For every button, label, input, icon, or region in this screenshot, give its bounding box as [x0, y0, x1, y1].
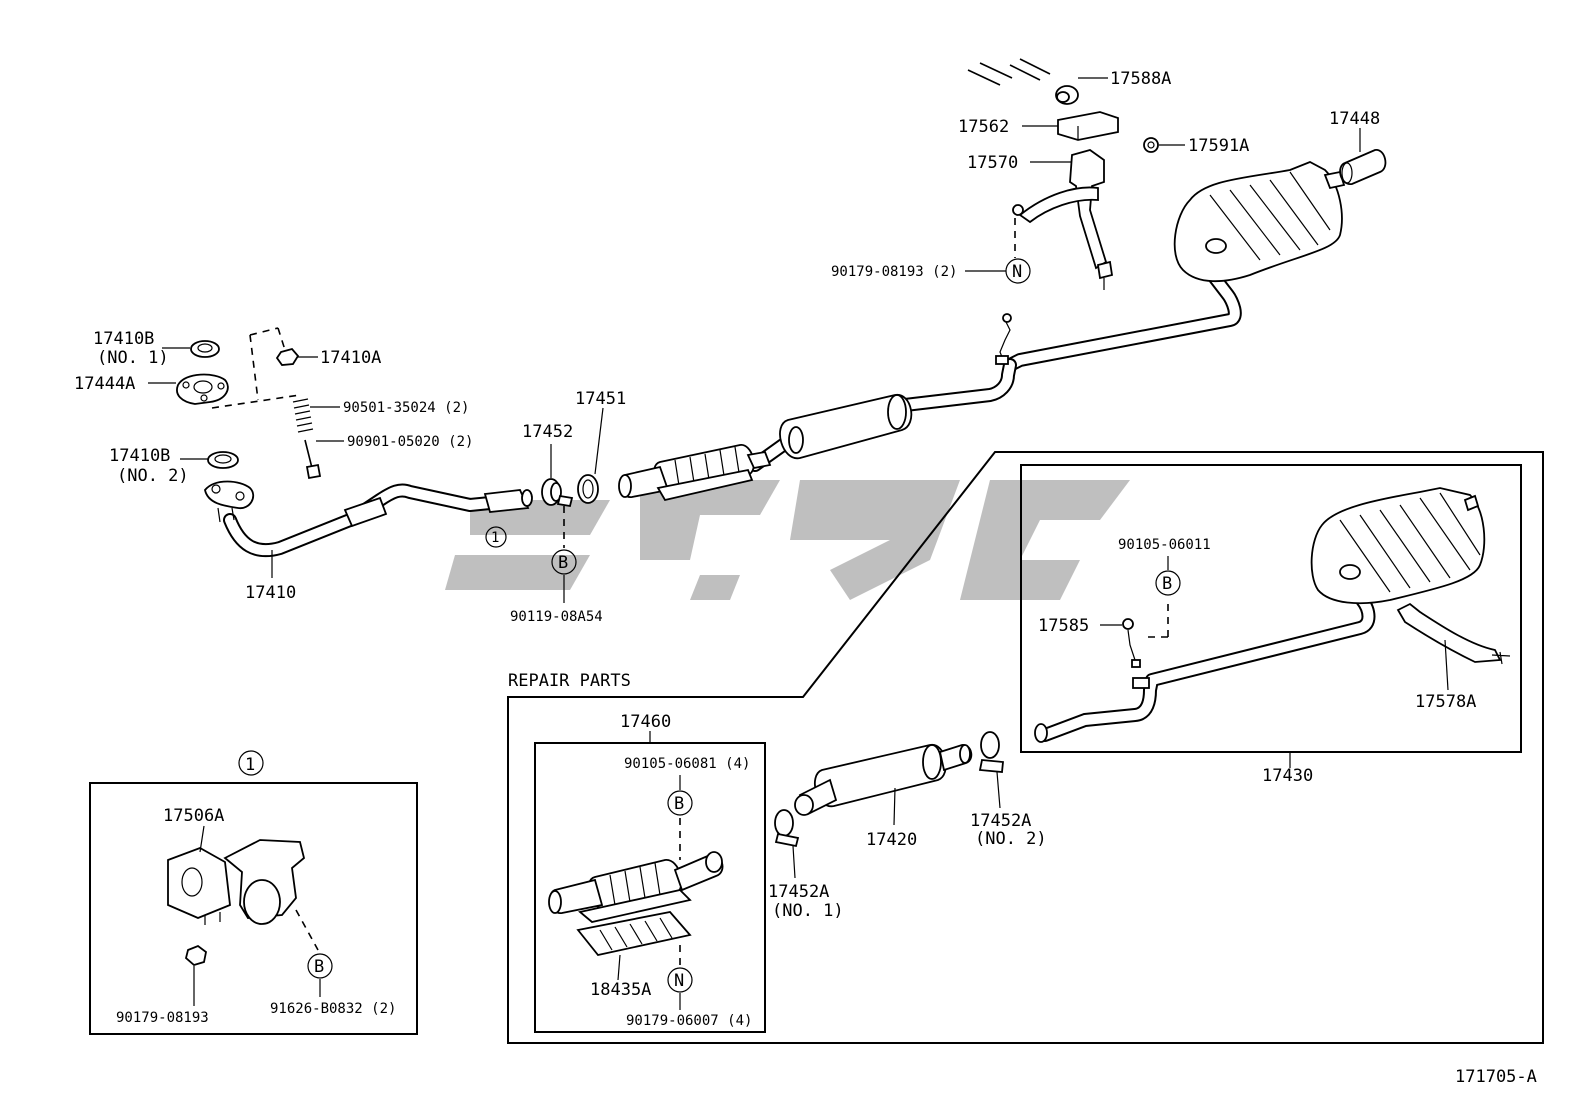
label-17452A-no1-sub: (NO. 1) [772, 901, 844, 921]
label-17410B-no1-sub: (NO. 1) [97, 348, 169, 368]
ring-17410B-no1 [190, 340, 220, 358]
symbol-b-91626: B [314, 957, 324, 977]
label-17410A: 17410A [320, 348, 381, 368]
label-17591A: 17591A [1188, 136, 1249, 156]
hanger-bracket-group [967, 58, 1159, 290]
label-17452A-no1: 17452A [768, 882, 829, 902]
label-90901-05020: 90901-05020 (2) [347, 434, 473, 450]
label-90179-08193: 90179-08193 [116, 1010, 209, 1026]
gasket-17444A [176, 373, 229, 405]
tail-pipe-17448 [1339, 149, 1387, 185]
symbol-b-90119: B [558, 553, 568, 573]
label-17562: 17562 [958, 117, 1009, 137]
label-90179-08193-2: 90179-08193 (2) [831, 264, 957, 280]
gasket-17452 [541, 478, 574, 508]
label-17451: 17451 [575, 389, 626, 409]
center-muffler-upper [779, 394, 913, 459]
watermark-logo [445, 480, 1130, 600]
label-17452A-no2: 17452A [970, 811, 1031, 831]
label-17460: 17460 [620, 712, 671, 732]
label-17578A: 17578A [1415, 692, 1476, 712]
center-muffler-repair [774, 731, 1004, 848]
label-17430: 17430 [1262, 766, 1313, 786]
symbol-n-90179: N [1012, 262, 1022, 282]
label-90105-06011: 90105-06011 [1118, 537, 1211, 553]
label-17452: 17452 [522, 422, 573, 442]
detail-1-frame: 1 [89, 750, 418, 1035]
repair-parts-frame [507, 451, 1544, 1044]
detail-marker-1-small: 1 [485, 526, 507, 548]
label-17410B-no2-sub: (NO. 2) [117, 466, 189, 486]
symbol-b-90105-06011: B [1162, 574, 1172, 594]
symbol-b-90105-06081: B [674, 794, 684, 814]
label-17452A-no2-sub: (NO. 2) [975, 829, 1047, 849]
catalytic-converter-upper [618, 444, 772, 502]
front-pipe-17410 [204, 480, 533, 558]
label-17448: 17448 [1329, 109, 1380, 129]
label-17506A: 17506A [163, 806, 224, 826]
spring-90501 [292, 398, 314, 433]
catalytic-converter-repair [548, 818, 724, 968]
bolt-90901 [304, 439, 322, 480]
label-17588A: 17588A [1110, 69, 1171, 89]
ring-17410B-no2 [207, 451, 239, 469]
label-17410B-no1: 17410B [93, 329, 154, 349]
label-17410B-no2: 17410B [109, 446, 170, 466]
detail-marker-text: 1 [491, 530, 499, 546]
leader-lines [148, 77, 1449, 1010]
label-17444A: 17444A [74, 374, 135, 394]
label-90119-08A54: 90119-08A54 [510, 609, 603, 625]
diagram-code: 171705-A [1455, 1067, 1537, 1087]
symbol-n-90179-06007: N [674, 971, 684, 991]
ring-17451 [577, 474, 599, 504]
rear-muffler-repair [1034, 487, 1511, 743]
nut-17410A [211, 327, 301, 409]
label-90105-06081: 90105-06081 (4) [624, 756, 750, 772]
label-17585: 17585 [1038, 616, 1089, 636]
part-labels: 17588A 17562 17591A 17448 17570 90179-08… [74, 69, 1537, 1087]
label-17420: 17420 [866, 830, 917, 850]
label-90179-06007: 90179-06007 (4) [626, 1013, 752, 1029]
label-90501-35024: 90501-35024 (2) [343, 400, 469, 416]
label-18435A: 18435A [590, 980, 651, 1000]
symbols: B N B B N B [307, 258, 1181, 993]
label-17410: 17410 [245, 583, 296, 603]
detail-1-title: 1 [245, 755, 255, 775]
label-91626-B0832: 91626-B0832 (2) [270, 1001, 396, 1017]
label-17570: 17570 [967, 153, 1018, 173]
rear-muffler-upper [1173, 161, 1346, 283]
repair-parts-heading: REPAIR PARTS [508, 671, 631, 691]
